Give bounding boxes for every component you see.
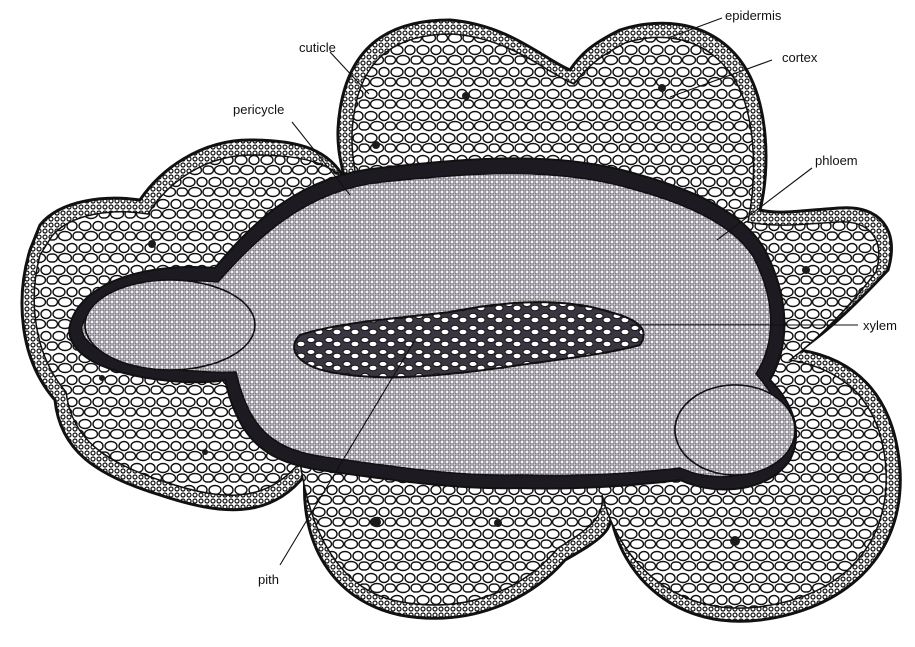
- left-vascular-lobe: [85, 280, 255, 370]
- label-xylem: xylem: [863, 318, 897, 333]
- label-epidermis: epidermis: [725, 8, 782, 23]
- label-cuticle: cuticle: [299, 40, 336, 55]
- label-phloem: phloem: [815, 153, 858, 168]
- label-pericycle: pericycle: [233, 102, 284, 117]
- label-cortex: cortex: [782, 50, 818, 65]
- right-vascular-lobe: [675, 385, 795, 475]
- label-pith: pith: [258, 572, 279, 587]
